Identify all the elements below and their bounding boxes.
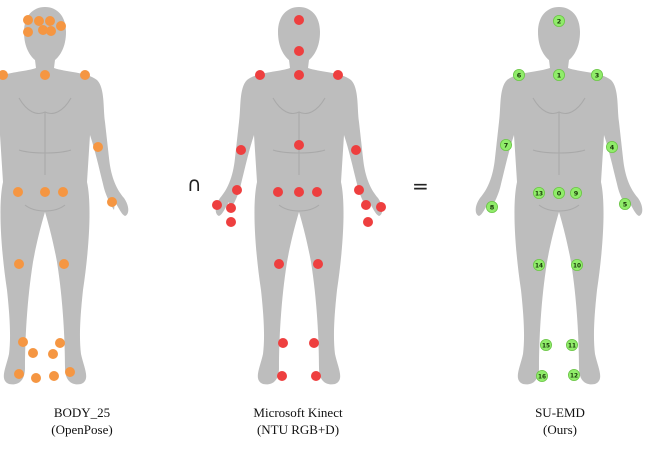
joint-kinect-20 (313, 259, 323, 269)
joint-kinect-4 (333, 70, 343, 80)
joint-body25-23 (14, 369, 24, 379)
joint-label-3: 3 (595, 71, 600, 79)
joint-16: 16 (536, 370, 547, 381)
caption-suemd-subtitle: (Ours) (460, 421, 645, 438)
equals-symbol: = (412, 174, 429, 198)
joint-label-10: 10 (573, 263, 581, 269)
joint-kinect-3 (294, 70, 304, 80)
joint-body25-9 (80, 70, 90, 80)
joint-body25-1 (34, 16, 44, 26)
joint-label-15: 15 (542, 343, 550, 349)
joint-kinect-7 (294, 140, 304, 150)
figure-kinect (212, 7, 386, 384)
joint-label-12: 12 (570, 373, 578, 379)
joint-11: 11 (566, 339, 577, 350)
joint-7: 7 (500, 139, 511, 150)
joint-body25-16 (58, 187, 68, 197)
joint-kinect-0 (294, 15, 304, 25)
joint-label-7: 7 (504, 141, 509, 149)
joint-kinect-11 (226, 203, 236, 213)
caption-body25-title: BODY_25 (0, 404, 182, 421)
joint-4: 4 (606, 141, 617, 152)
joint-9: 9 (570, 187, 581, 198)
joint-body25-6 (23, 27, 33, 37)
joint-label-13: 13 (535, 191, 543, 197)
joint-body25-14 (13, 187, 23, 197)
joint-kinect-6 (351, 145, 361, 155)
joint-kinect-18 (312, 187, 322, 197)
joint-kinect-17 (294, 187, 304, 197)
joint-body25-19 (18, 337, 28, 347)
joint-5: 5 (619, 198, 630, 209)
joint-body25-2 (45, 16, 55, 26)
joint-2: 2 (553, 15, 564, 26)
joint-13: 13 (533, 187, 544, 198)
joint-body25-11 (93, 142, 103, 152)
joint-kinect-21 (278, 338, 288, 348)
joint-kinect-5 (236, 145, 246, 155)
caption-kinect: Microsoft Kinect (NTU RGB+D) (198, 404, 398, 438)
joint-10: 10 (571, 259, 582, 270)
joint-body25-15 (40, 187, 50, 197)
joint-8: 8 (486, 201, 497, 212)
joint-kinect-14 (226, 217, 236, 227)
joint-body25-26 (65, 367, 75, 377)
joint-label-0: 0 (557, 189, 562, 197)
joint-body25-0 (23, 15, 33, 25)
joint-body25-5 (46, 26, 56, 36)
joint-body25-18 (59, 259, 69, 269)
joint-kinect-23 (277, 371, 287, 381)
caption-suemd-title: SU-EMD (460, 404, 645, 421)
joint-kinect-13 (376, 202, 386, 212)
joint-body25-3 (56, 21, 66, 31)
joint-1: 1 (553, 69, 564, 80)
joint-body25-25 (49, 371, 59, 381)
joint-kinect-10 (212, 200, 222, 210)
joint-label-1: 1 (557, 71, 562, 79)
joint-label-2: 2 (557, 17, 562, 25)
joint-label-11: 11 (568, 343, 576, 349)
joint-kinect-15 (363, 217, 373, 227)
joint-kinect-19 (274, 259, 284, 269)
joint-body25-13 (107, 197, 117, 207)
joint-kinect-9 (354, 185, 364, 195)
joint-body25-17 (14, 259, 24, 269)
joint-label-5: 5 (623, 200, 628, 208)
caption-body25-subtitle: (OpenPose) (0, 421, 182, 438)
intersection-symbol: ∩ (187, 172, 202, 196)
joint-label-4: 4 (610, 143, 615, 151)
joint-kinect-8 (232, 185, 242, 195)
joint-body25-24 (31, 373, 41, 383)
joint-body25-22 (48, 349, 58, 359)
joint-label-16: 16 (538, 374, 546, 380)
joint-kinect-1 (294, 46, 304, 56)
joint-12: 12 (568, 369, 579, 380)
joint-15: 15 (540, 339, 551, 350)
joint-label-14: 14 (535, 263, 543, 269)
joint-body25-20 (55, 338, 65, 348)
joint-kinect-16 (273, 187, 283, 197)
caption-body25: BODY_25 (OpenPose) (0, 404, 182, 438)
joint-body25-8 (40, 70, 50, 80)
joint-label-6: 6 (517, 71, 522, 79)
joint-3: 3 (591, 69, 602, 80)
joint-6: 6 (513, 69, 524, 80)
caption-kinect-title: Microsoft Kinect (198, 404, 398, 421)
joint-label-9: 9 (574, 189, 579, 197)
joint-14: 14 (533, 259, 544, 270)
figure-body25 (0, 7, 128, 384)
joint-kinect-22 (309, 338, 319, 348)
joint-label-8: 8 (490, 203, 495, 211)
caption-suemd: SU-EMD (Ours) (460, 404, 645, 438)
joint-kinect-2 (255, 70, 265, 80)
joint-0: 0 (553, 187, 564, 198)
joint-kinect-24 (311, 371, 321, 381)
joint-body25-21 (28, 348, 38, 358)
caption-kinect-subtitle: (NTU RGB+D) (198, 421, 398, 438)
joint-kinect-12 (361, 200, 371, 210)
